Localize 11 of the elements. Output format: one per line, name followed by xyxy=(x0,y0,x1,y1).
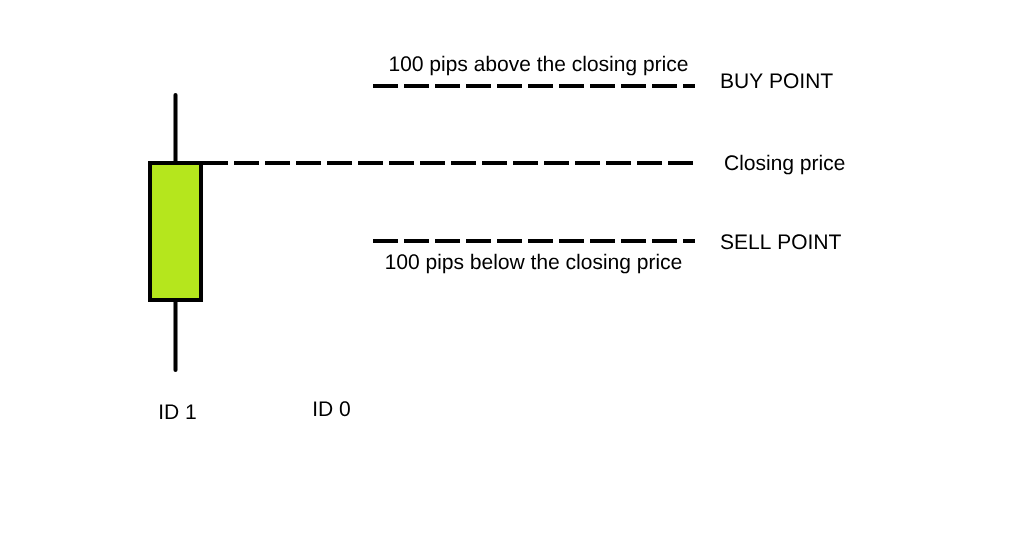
candle-id-label: ID 0 xyxy=(314,401,350,417)
dashed-line xyxy=(203,161,695,165)
edge-label: 100 pips below the closing price xyxy=(386,253,682,274)
candlestick xyxy=(148,93,203,372)
level-label: BUY POINT xyxy=(721,73,833,89)
level-label: SELL POINT xyxy=(720,234,841,250)
candle-id-label: ID 1 xyxy=(160,404,196,419)
dashed-line xyxy=(373,239,695,243)
level-label: Closing price xyxy=(725,154,845,175)
edge-label: 100 pips above the closing price xyxy=(390,55,688,76)
dashed-line xyxy=(373,84,695,88)
